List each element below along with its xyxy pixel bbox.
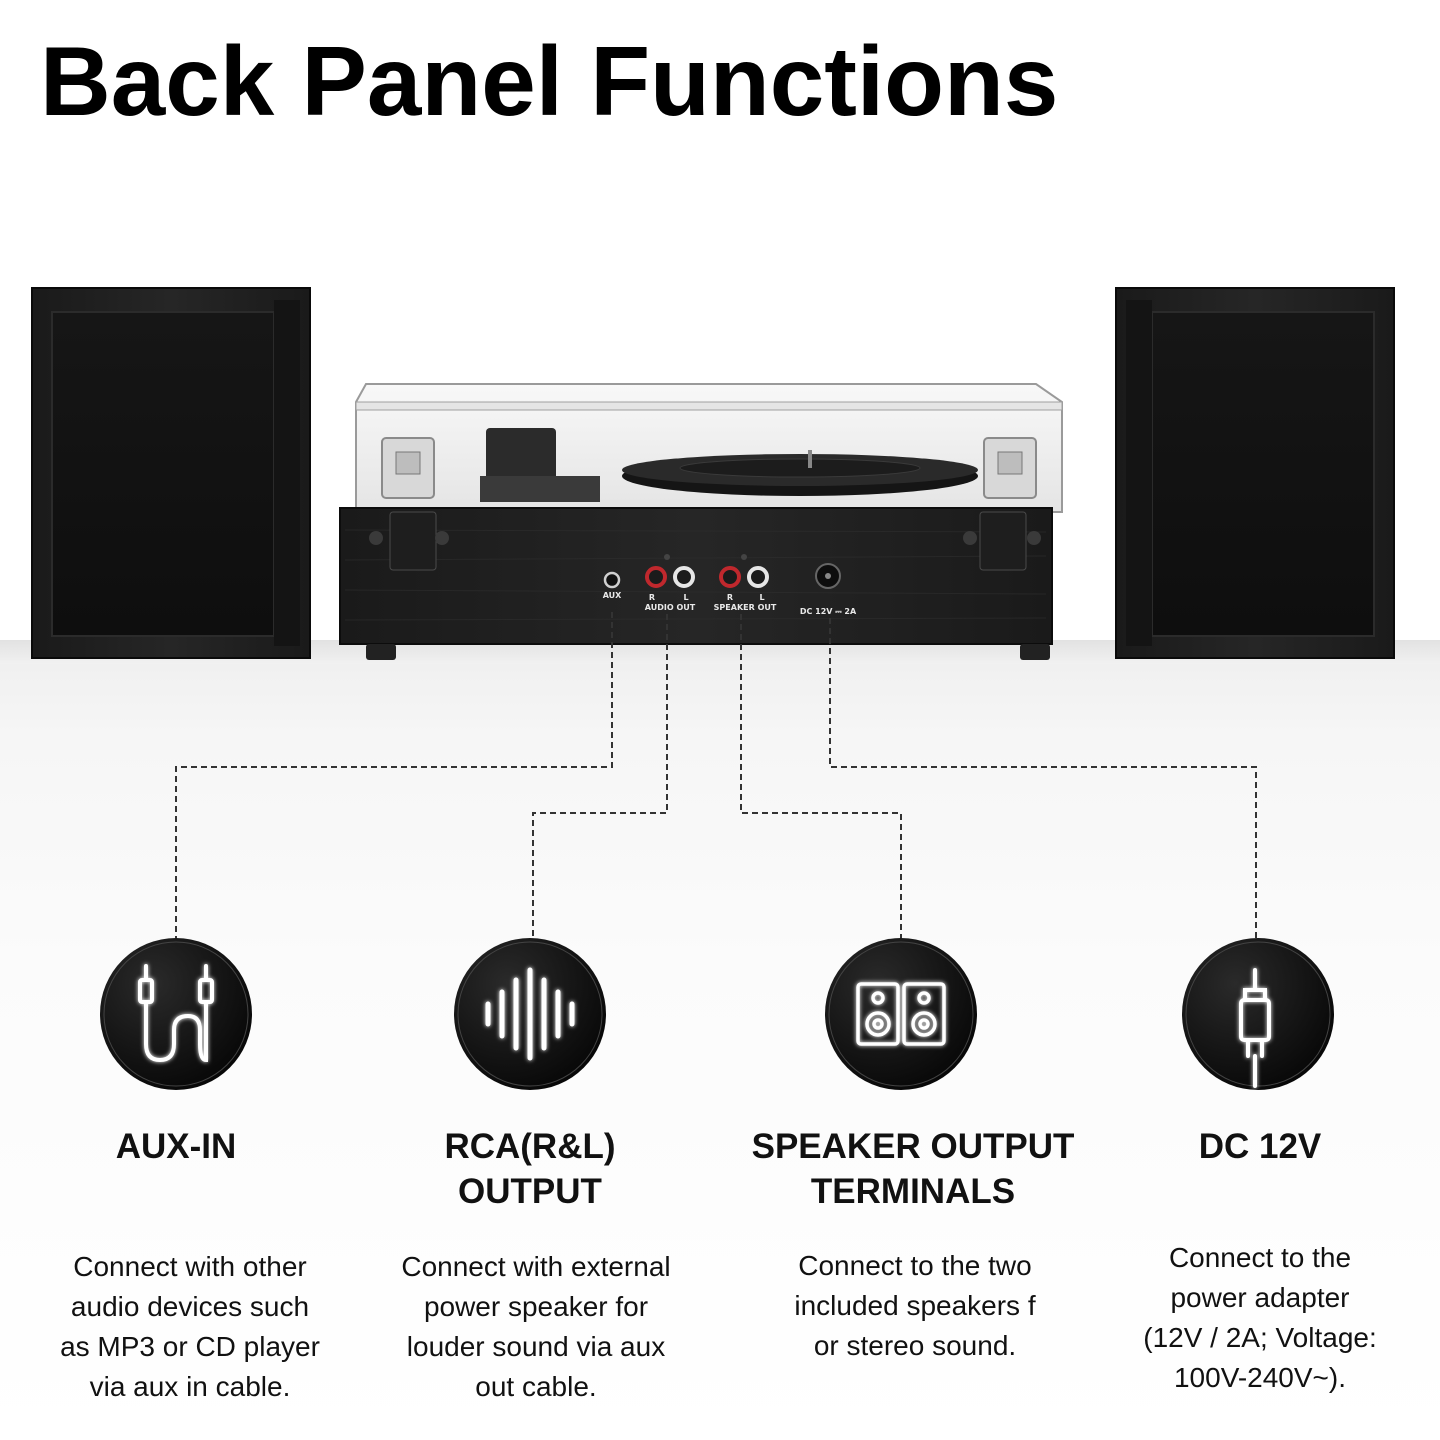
dc-port-label: DC 12V ⎓ 2A xyxy=(800,607,857,616)
rca-leader-line xyxy=(532,614,668,940)
rca-output-title: RCA(R&L) OUTPUT xyxy=(350,1124,710,1214)
aux-port-label: AUX xyxy=(603,591,622,600)
left-speaker xyxy=(31,287,311,659)
speaker-desc-line-3: or stereo sound. xyxy=(813,1330,1017,1361)
aux-in-description: Connect with other audio devices such as… xyxy=(10,1247,370,1407)
aux-in-desc-line-3: as MP3 or CD player xyxy=(60,1331,320,1362)
speaker-output-title-line-1: SPEAKER OUTPUT xyxy=(751,1127,1075,1166)
speaker-out-ports xyxy=(719,554,769,588)
dc-desc-line-3: (12V / 2A; Voltage: xyxy=(1143,1322,1377,1353)
turntable xyxy=(339,383,1063,660)
page-title: Back Panel Functions xyxy=(40,26,1059,136)
audio-out-label: AUDIO OUT xyxy=(645,603,696,612)
rca-desc-line-3: louder sound via aux xyxy=(406,1331,666,1362)
speaker-output-title-line-2: TERMINALS xyxy=(810,1172,1016,1211)
speaker-out-l-label: L xyxy=(759,593,764,602)
speaker-out-label: SPEAKER OUT xyxy=(714,603,777,612)
dc-desc-line-2: power adapter xyxy=(1170,1282,1350,1313)
speakers-icon xyxy=(825,938,977,1090)
rca-desc-line-4: out cable. xyxy=(475,1371,597,1402)
aux-in-title: AUX-IN xyxy=(0,1124,356,1169)
speaker-desc-line-2: included speakers f xyxy=(794,1290,1036,1321)
dc-desc-line-1: Connect to the xyxy=(1168,1242,1352,1273)
rca-output-title-line-2: OUTPUT xyxy=(458,1172,602,1211)
audio-out-rca-ports xyxy=(645,554,695,588)
rca-desc-line-2: power speaker for xyxy=(423,1291,649,1322)
aux-cable-icon xyxy=(100,938,252,1090)
speaker-output-title: SPEAKER OUTPUT TERMINALS xyxy=(728,1124,1098,1214)
dc-plug-icon xyxy=(1182,938,1334,1090)
dc-12v-description: Connect to the power adapter (12V / 2A; … xyxy=(1080,1238,1440,1398)
dc-leader-line xyxy=(829,618,1257,940)
aux-in-desc-line-4: via aux in cable. xyxy=(89,1371,291,1402)
aux-leader-line xyxy=(175,612,613,940)
dc-port xyxy=(815,563,841,589)
rca-desc-line-1: Connect with external xyxy=(401,1251,671,1282)
speaker-out-r-label: R xyxy=(727,593,733,602)
aux-port xyxy=(603,571,621,589)
leader-lines xyxy=(175,612,1257,940)
audio-out-l-label: L xyxy=(683,593,688,602)
dc-12v-title: DC 12V xyxy=(1080,1124,1440,1169)
dc-desc-line-4: 100V-240V~). xyxy=(1173,1362,1347,1393)
aux-in-title-line: AUX-IN xyxy=(115,1127,237,1166)
aux-in-desc-line-1: Connect with other xyxy=(73,1251,307,1282)
speaker-output-description: Connect to the two included speakers f o… xyxy=(735,1246,1095,1366)
sound-wave-icon xyxy=(454,938,606,1090)
speaker-leader-line xyxy=(740,614,902,940)
aux-in-desc-line-2: audio devices such xyxy=(70,1291,310,1322)
rca-output-title-line-1: RCA(R&L) xyxy=(444,1127,616,1166)
right-speaker xyxy=(1115,287,1395,659)
audio-out-r-label: R xyxy=(649,593,655,602)
rca-output-description: Connect with external power speaker for … xyxy=(356,1247,716,1407)
speaker-desc-line-1: Connect to the two xyxy=(798,1250,1032,1281)
dc-12v-title-line: DC 12V xyxy=(1198,1127,1322,1166)
